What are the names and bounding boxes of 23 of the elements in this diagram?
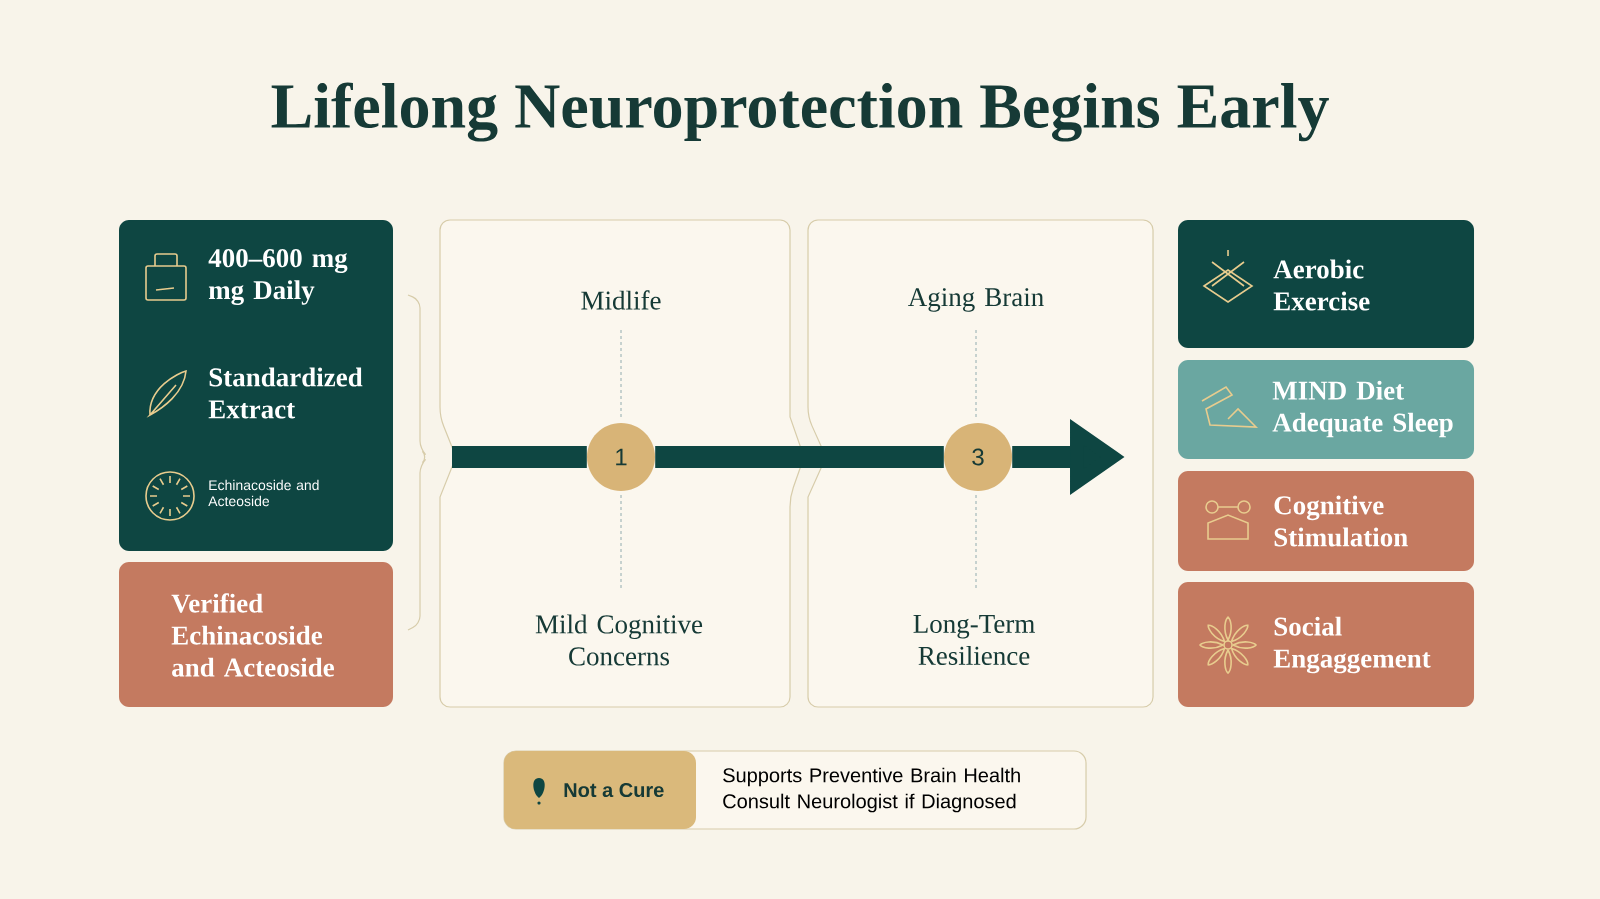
stage-outcome: Long-Term Resilience: [913, 615, 1035, 665]
stage-panel: [807, 219, 1154, 708]
info-box: [1178, 360, 1474, 459]
title: Lifelong Neuroprotection Begins Early: [271, 82, 1329, 142]
box-text: Social Engaggement: [1273, 616, 1431, 674]
note-text: Supports Preventive Brain Health: [723, 767, 1020, 787]
info-box: [1178, 471, 1474, 571]
info-box: [119, 562, 393, 707]
box-text: Aerobic Exercise: [1273, 259, 1370, 311]
compound-text: Echinacoside and Acteoside: [208, 479, 319, 507]
info-box: [1178, 582, 1474, 707]
stage-heading: Aging Brain: [908, 288, 1044, 312]
info-panel: [119, 220, 393, 551]
note-text: Consult Neurologist if Diagnosed: [723, 793, 1016, 813]
dose-text: 400–600 mg mg Daily: [208, 249, 348, 305]
box-text: Cognitive Stimulation: [1274, 495, 1408, 547]
stage-outcome: Mild Cognitive Concerns: [535, 614, 703, 666]
box-text: MIND Diet Adequate Sleep: [1272, 380, 1453, 438]
box-text: Verified Echinacoside and Acteoside: [171, 593, 334, 677]
info-panel: [1178, 220, 1474, 348]
stage-heading: Midlife: [581, 290, 661, 310]
warning-tag: Not a Cure: [504, 751, 696, 829]
extract-text: Standardized Extract: [208, 367, 363, 419]
